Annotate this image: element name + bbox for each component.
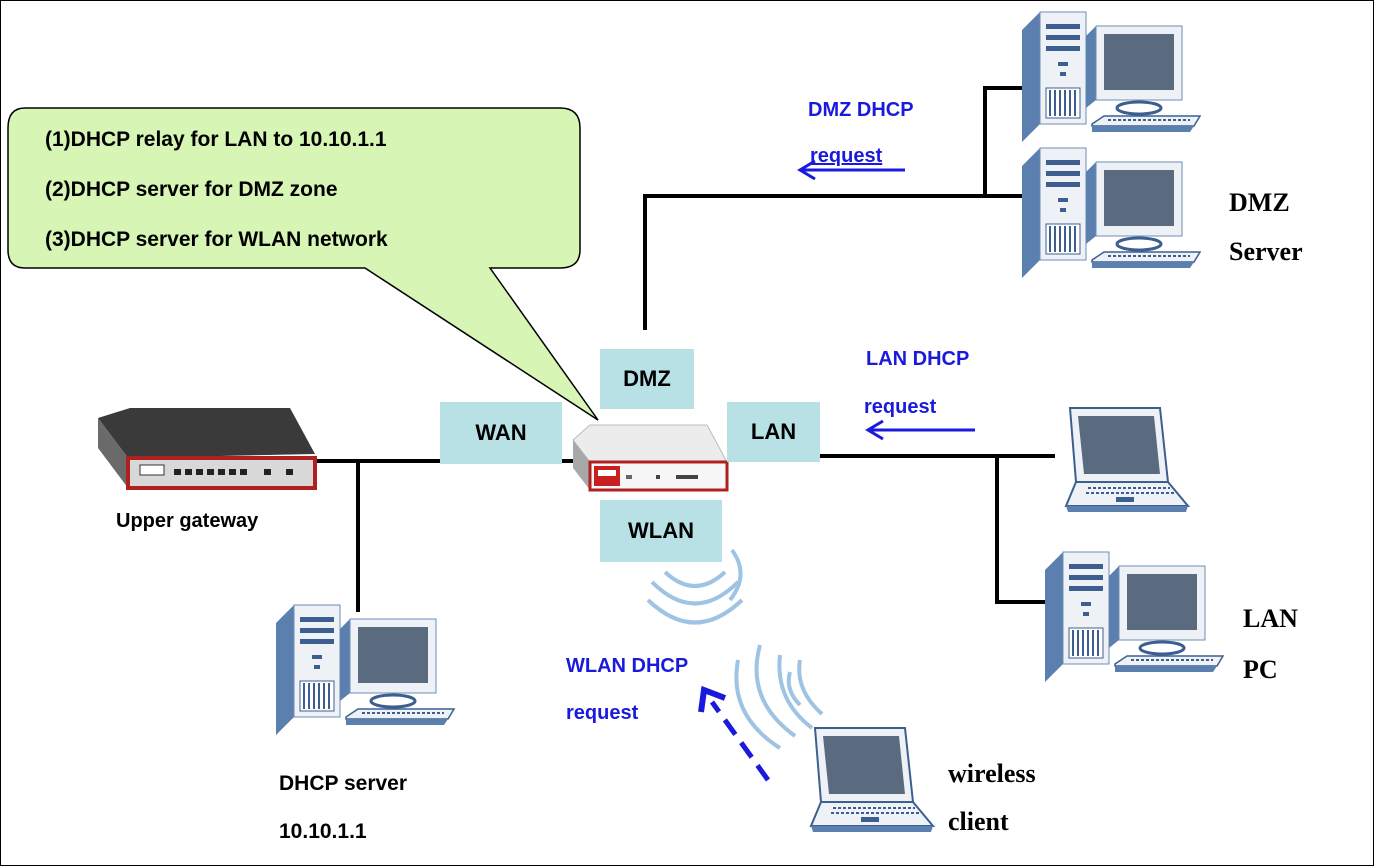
lan-dhcp-request-label: LAN DHCP <box>866 348 970 370</box>
dhcp-server-label: DHCP server <box>279 772 408 795</box>
callout-line-wlan-server: (3)DHCP server for WLAN network <box>45 228 388 251</box>
wan-interface-box: WAN <box>440 402 562 464</box>
lan-pc-label-line2: PC <box>1243 655 1278 684</box>
lan-request-label: request <box>864 396 937 418</box>
dmz-server-pc-bottom <box>1020 146 1202 280</box>
client-wifi-waves <box>734 644 824 750</box>
dmz-interface-box: DMZ <box>600 349 694 409</box>
callout-line-dmz-server: (2)DHCP server for DMZ zone <box>45 178 338 201</box>
lan-interface-box: LAN <box>727 402 820 462</box>
wlan-request-label: request <box>566 702 639 724</box>
dhcp-server-ip-label: 10.10.1.1 <box>279 820 367 843</box>
lan-laptop <box>1065 407 1189 513</box>
wireless-client-label-line1: wireless <box>948 759 1036 788</box>
lan-pc-label-line1: LAN <box>1243 604 1298 633</box>
dmz-server-pc-top <box>1020 10 1202 144</box>
upper-gateway-device <box>98 408 317 490</box>
upper-gateway-label: Upper gateway <box>116 510 259 532</box>
dmz-dhcp-request-label: DMZ DHCP <box>808 99 914 121</box>
network-links <box>315 86 1055 612</box>
dmz-server-label-line1: DMZ <box>1229 188 1290 217</box>
callout-bubble <box>7 107 599 421</box>
dhcp-server-pc <box>274 603 456 737</box>
wireless-client-laptop <box>810 727 934 833</box>
lan-pc <box>1043 550 1225 684</box>
dmz-request-label: request <box>810 145 883 167</box>
wlan-dhcp-request-label: WLAN DHCP <box>566 655 689 677</box>
firewall-wifi-waves <box>646 548 744 625</box>
callout-line-relay: (1)DHCP relay for LAN to 10.10.1.1 <box>45 128 387 151</box>
firewall-device <box>572 424 729 492</box>
wlan-interface-box: WLAN <box>600 500 722 562</box>
request-arrows <box>698 159 975 782</box>
dmz-server-label-line2: Server <box>1229 237 1303 266</box>
wireless-client-label-line2: client <box>948 807 1009 836</box>
